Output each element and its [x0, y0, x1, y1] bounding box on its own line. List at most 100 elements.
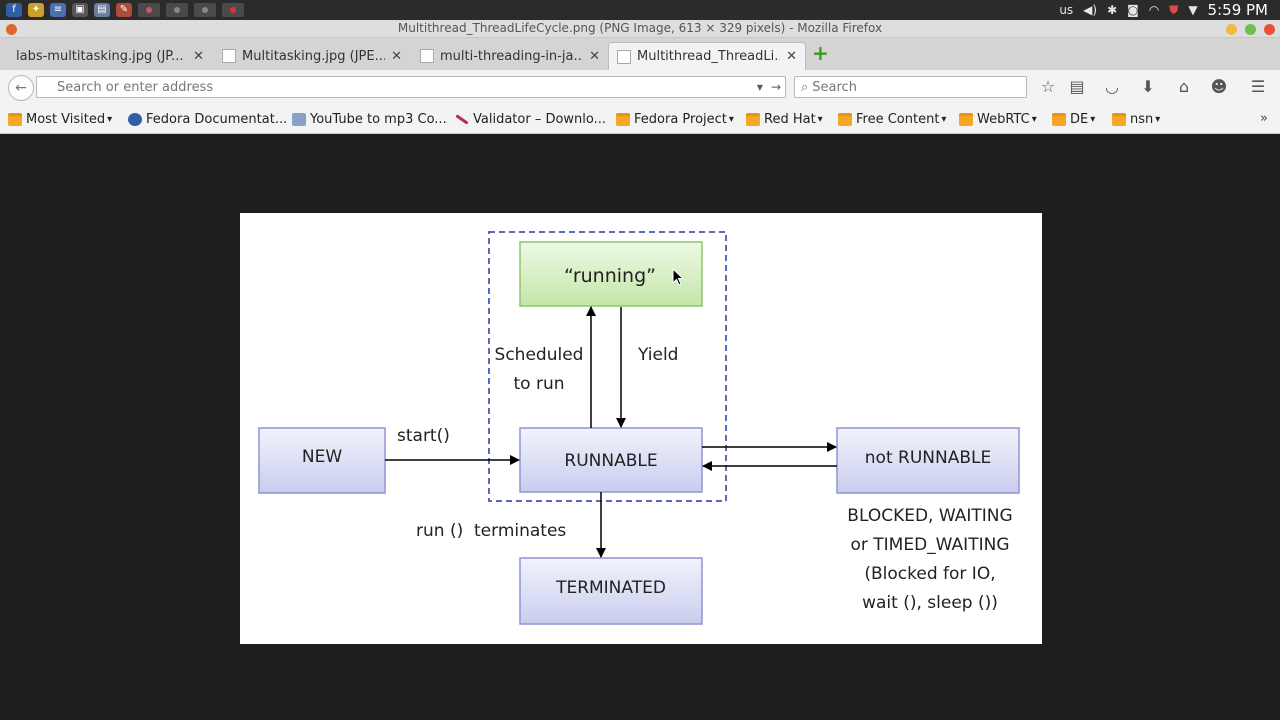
- hamburger-menu-icon[interactable]: ☰: [1250, 77, 1266, 96]
- window-thumb-icon[interactable]: [138, 3, 160, 17]
- label-run-terminates: run () terminates: [416, 521, 566, 541]
- bookmark-nsn[interactable]: nsn▾: [1112, 110, 1160, 128]
- chat-icon[interactable]: ☻: [1210, 77, 1228, 96]
- bookmark-label: Most Visited: [26, 111, 106, 127]
- state-box-runnable: [519, 427, 703, 493]
- state-label-terminated: TERMINATED: [555, 578, 666, 598]
- chevron-down-icon: ▾: [1031, 113, 1037, 125]
- folder-icon: [8, 112, 22, 126]
- screenshot-icon[interactable]: ◙: [1127, 3, 1139, 17]
- bookmark-label: nsn: [1130, 111, 1154, 127]
- state-box-terminated: [519, 557, 703, 625]
- dashed-group-box: [488, 231, 727, 502]
- close-icon[interactable]: ✕: [786, 49, 797, 64]
- yt-mp3-icon: [292, 112, 306, 126]
- chevron-down-icon: ▾: [107, 113, 113, 125]
- wifi-icon[interactable]: ◠: [1148, 3, 1160, 17]
- fedora-icon: [128, 112, 142, 126]
- close-icon[interactable]: ✕: [391, 48, 402, 64]
- url-input[interactable]: [37, 79, 753, 95]
- close-icon[interactable]: ✕: [589, 48, 600, 64]
- bookmark-label: Fedora Documentat...: [146, 111, 288, 127]
- settings-icon[interactable]: ✎: [116, 3, 132, 17]
- chevron-down-icon: ▾: [941, 113, 947, 125]
- tab-label: multi-threading-in-ja...: [440, 48, 584, 64]
- bookmarks-menu-icon[interactable]: ▤: [1069, 77, 1085, 96]
- fedora-menu-icon[interactable]: f: [6, 3, 22, 17]
- launcher-icon[interactable]: ✦: [28, 3, 44, 17]
- bookmark-label: Validator – Downlo...: [473, 111, 607, 127]
- tab-multi-threading[interactable]: multi-threading-in-ja... ✕: [412, 42, 608, 70]
- window-thumb-icon[interactable]: [194, 3, 216, 17]
- bookmark-fedora-project[interactable]: Fedora Project▾: [616, 110, 734, 128]
- new-tab-button[interactable]: +: [812, 41, 829, 65]
- state-label-not-runnable: not RUNNABLE: [865, 448, 991, 468]
- state-label-new: NEW: [302, 447, 342, 467]
- state-box-not-runnable: [836, 427, 1020, 494]
- volume-icon[interactable]: ◀): [1083, 3, 1098, 17]
- bluetooth-icon[interactable]: ✱: [1107, 3, 1118, 17]
- search-bar[interactable]: ⌕: [794, 76, 1027, 98]
- url-bar[interactable]: ▾ →: [36, 76, 786, 98]
- mouse-cursor-icon: [672, 268, 684, 286]
- bookmark-webrtc[interactable]: WebRTC▾: [959, 110, 1037, 128]
- bookmark-free-content[interactable]: Free Content▾: [838, 110, 946, 128]
- bookmark-de[interactable]: DE▾: [1052, 110, 1095, 128]
- bookmark-label: YouTube to mp3 Co...: [310, 111, 447, 127]
- search-input[interactable]: [812, 79, 1026, 95]
- bookmark-youtube-mp3[interactable]: YouTube to mp3 Co...: [292, 110, 447, 128]
- validator-icon: [455, 113, 469, 125]
- thread-lifecycle-diagram: “running” NEW RUNNABLE not RUNNABLE TERM…: [258, 231, 1020, 625]
- tab-multitasking[interactable]: Multitasking.jpg (JPE... ✕: [214, 42, 410, 70]
- bookmarks-overflow-icon[interactable]: »: [1260, 111, 1268, 126]
- state-label-running: “running”: [564, 265, 656, 287]
- chevron-down-icon: ▾: [817, 113, 823, 125]
- terminal-icon[interactable]: ▣: [72, 3, 88, 17]
- app-icon[interactable]: ≡: [50, 3, 66, 17]
- home-icon[interactable]: ⌂: [1178, 77, 1190, 96]
- folder-icon: [746, 112, 760, 126]
- bookmarks-bar: Most Visited▾ Fedora Documentat... YouTu…: [0, 104, 1280, 134]
- displayed-image[interactable]: “running” NEW RUNNABLE not RUNNABLE TERM…: [240, 213, 1042, 644]
- bookmark-most-visited[interactable]: Most Visited▾: [8, 110, 112, 128]
- image-icon: [222, 49, 236, 63]
- pocket-icon[interactable]: ◡: [1105, 77, 1119, 96]
- chevron-down-icon: ▾: [1155, 113, 1161, 125]
- tab-label: Multitasking.jpg (JPE...: [242, 48, 386, 64]
- shield-icon[interactable]: ⛊: [1169, 2, 1179, 17]
- label-blocked-3: (Blocked for IO,: [864, 564, 995, 584]
- page-content: “running” NEW RUNNABLE not RUNNABLE TERM…: [0, 135, 1280, 720]
- navigation-bar: ← ▾ → ⌕ ☆ ▤ ◡ ⬇ ⌂ ☻ ☰: [0, 70, 1280, 104]
- go-arrow-icon[interactable]: →: [770, 80, 781, 94]
- bookmark-red-hat[interactable]: Red Hat▾: [746, 110, 823, 128]
- bookmark-validator[interactable]: Validator – Downlo...: [455, 110, 606, 128]
- back-button[interactable]: ←: [8, 75, 34, 101]
- folder-icon: [959, 112, 973, 126]
- window-thumb-icon[interactable]: [166, 3, 188, 17]
- downloads-icon[interactable]: ⬇: [1141, 77, 1155, 96]
- keyboard-layout[interactable]: us: [1059, 3, 1074, 17]
- clock[interactable]: 5:59 PM: [1207, 1, 1268, 19]
- label-scheduled: Scheduled: [495, 345, 584, 365]
- tab-strip: labs-multitasking.jpg (JP... ✕ Multitask…: [0, 38, 1280, 70]
- history-dropdown-icon[interactable]: ▾: [756, 80, 763, 94]
- search-icon: ⌕: [801, 79, 809, 95]
- close-icon[interactable]: ✕: [193, 48, 204, 64]
- os-top-panel: f ✦ ≡ ▣ ▤ ✎ us ◀) ✱ ◙ ◠ ⛊ ▼ 5:59 PM: [0, 0, 1280, 20]
- close-window-button[interactable]: [1264, 24, 1275, 35]
- bookmark-fedora-docs[interactable]: Fedora Documentat...: [128, 110, 287, 128]
- window-thumb-icon[interactable]: [222, 3, 244, 17]
- tab-labs-multitasking[interactable]: labs-multitasking.jpg (JP... ✕: [8, 42, 212, 70]
- bookmark-star-icon[interactable]: ☆: [1040, 77, 1056, 96]
- bookmark-label: Free Content: [856, 111, 940, 127]
- minimize-button[interactable]: [1226, 24, 1237, 35]
- files-icon[interactable]: ▤: [94, 3, 110, 17]
- folder-icon: [1112, 112, 1126, 126]
- bookmark-label: Red Hat: [764, 111, 816, 127]
- window-title: Multithread_ThreadLifeCycle.png (PNG Ima…: [397, 21, 883, 35]
- tab-multithread-lifecycle[interactable]: Multithread_ThreadLi... ✕: [608, 42, 806, 70]
- bookmark-label: Fedora Project: [634, 111, 727, 127]
- dropdown-icon[interactable]: ▼: [1188, 3, 1198, 17]
- label-to-run: to run: [513, 374, 564, 394]
- maximize-button[interactable]: [1245, 24, 1256, 35]
